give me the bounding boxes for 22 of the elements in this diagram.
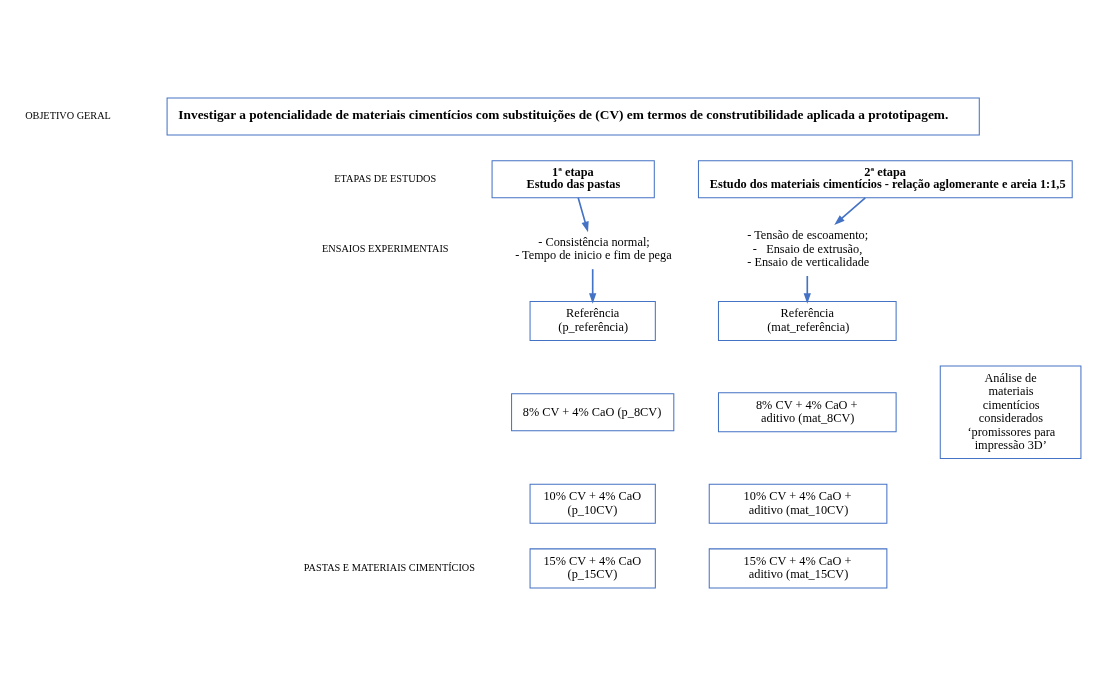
label: OBJETIVO GERAL — [25, 110, 111, 122]
node-box: 8% CV + 4% CaO (p_8CV) — [511, 393, 675, 432]
node-box: 10% CV + 4% CaO + aditivo (mat_10CV) — [708, 483, 888, 524]
node-box: Referência (p_referência) — [529, 300, 656, 341]
arrow — [577, 197, 589, 233]
arrow — [589, 268, 597, 304]
node-text: - Tensão de escoamento; - Ensaio de extrusão, - Ensaio de verticalidade — [747, 228, 870, 270]
node-box: 1ª etapa Estudo das pastas — [491, 160, 655, 199]
label: ENSAIOS EXPERIMENTAIS — [322, 243, 449, 255]
label: ETAPAS DE ESTUDOS — [334, 172, 437, 184]
node-box: 15% CV + 4% CaO (p_15CV) — [529, 548, 656, 589]
node-box: Referência (mat_referência) — [717, 300, 897, 341]
node-box: 8% CV + 4% CaO + aditivo (mat_8CV) — [717, 392, 897, 433]
label: PASTAS E MATERIAIS CIMENTÍCIOS — [303, 561, 475, 573]
node-box: Análise de materiais cimentícios considerados ‘promissores para impressão 3D’ — [939, 365, 1082, 460]
node-box: Investigar a potencialidade de materiais cimentícios com substituições de (CV) em termos de construtibilidade aplicada a prototipagem. — [166, 97, 980, 136]
node-box: 2ª etapa Estudo dos materiais cimentícios - relação aglomerante e areia 1:1,5 — [697, 160, 1073, 199]
arrow — [834, 197, 867, 225]
node-box: 15% CV + 4% CaO + aditivo (mat_15CV) — [708, 548, 888, 589]
node-text: - Consistência normal; - Tempo de inicio e fim de pega — [515, 235, 672, 263]
arrow — [803, 275, 811, 304]
node-box: 10% CV + 4% CaO (p_10CV) — [529, 483, 656, 524]
